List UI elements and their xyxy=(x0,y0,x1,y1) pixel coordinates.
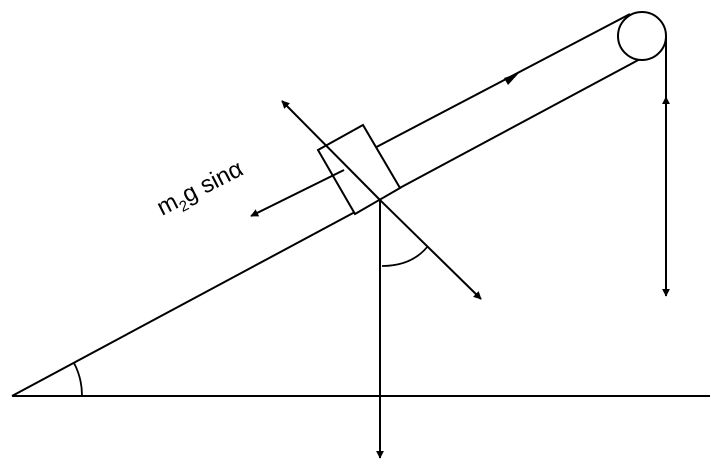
tension-arrow-head xyxy=(504,73,519,85)
incline-surface xyxy=(11,57,643,397)
perpendicular-component-arrow xyxy=(379,199,482,300)
block xyxy=(316,123,402,216)
force-label: m2g sinα xyxy=(152,155,249,225)
force-label-rest: g sinα xyxy=(178,155,248,208)
parallel-component-arrow xyxy=(250,169,345,217)
pulley xyxy=(617,11,667,61)
block-angle-arc xyxy=(381,245,429,267)
normal-force-arrow xyxy=(281,100,381,201)
rope-incline xyxy=(364,13,631,154)
incline-angle-arc xyxy=(73,362,83,397)
